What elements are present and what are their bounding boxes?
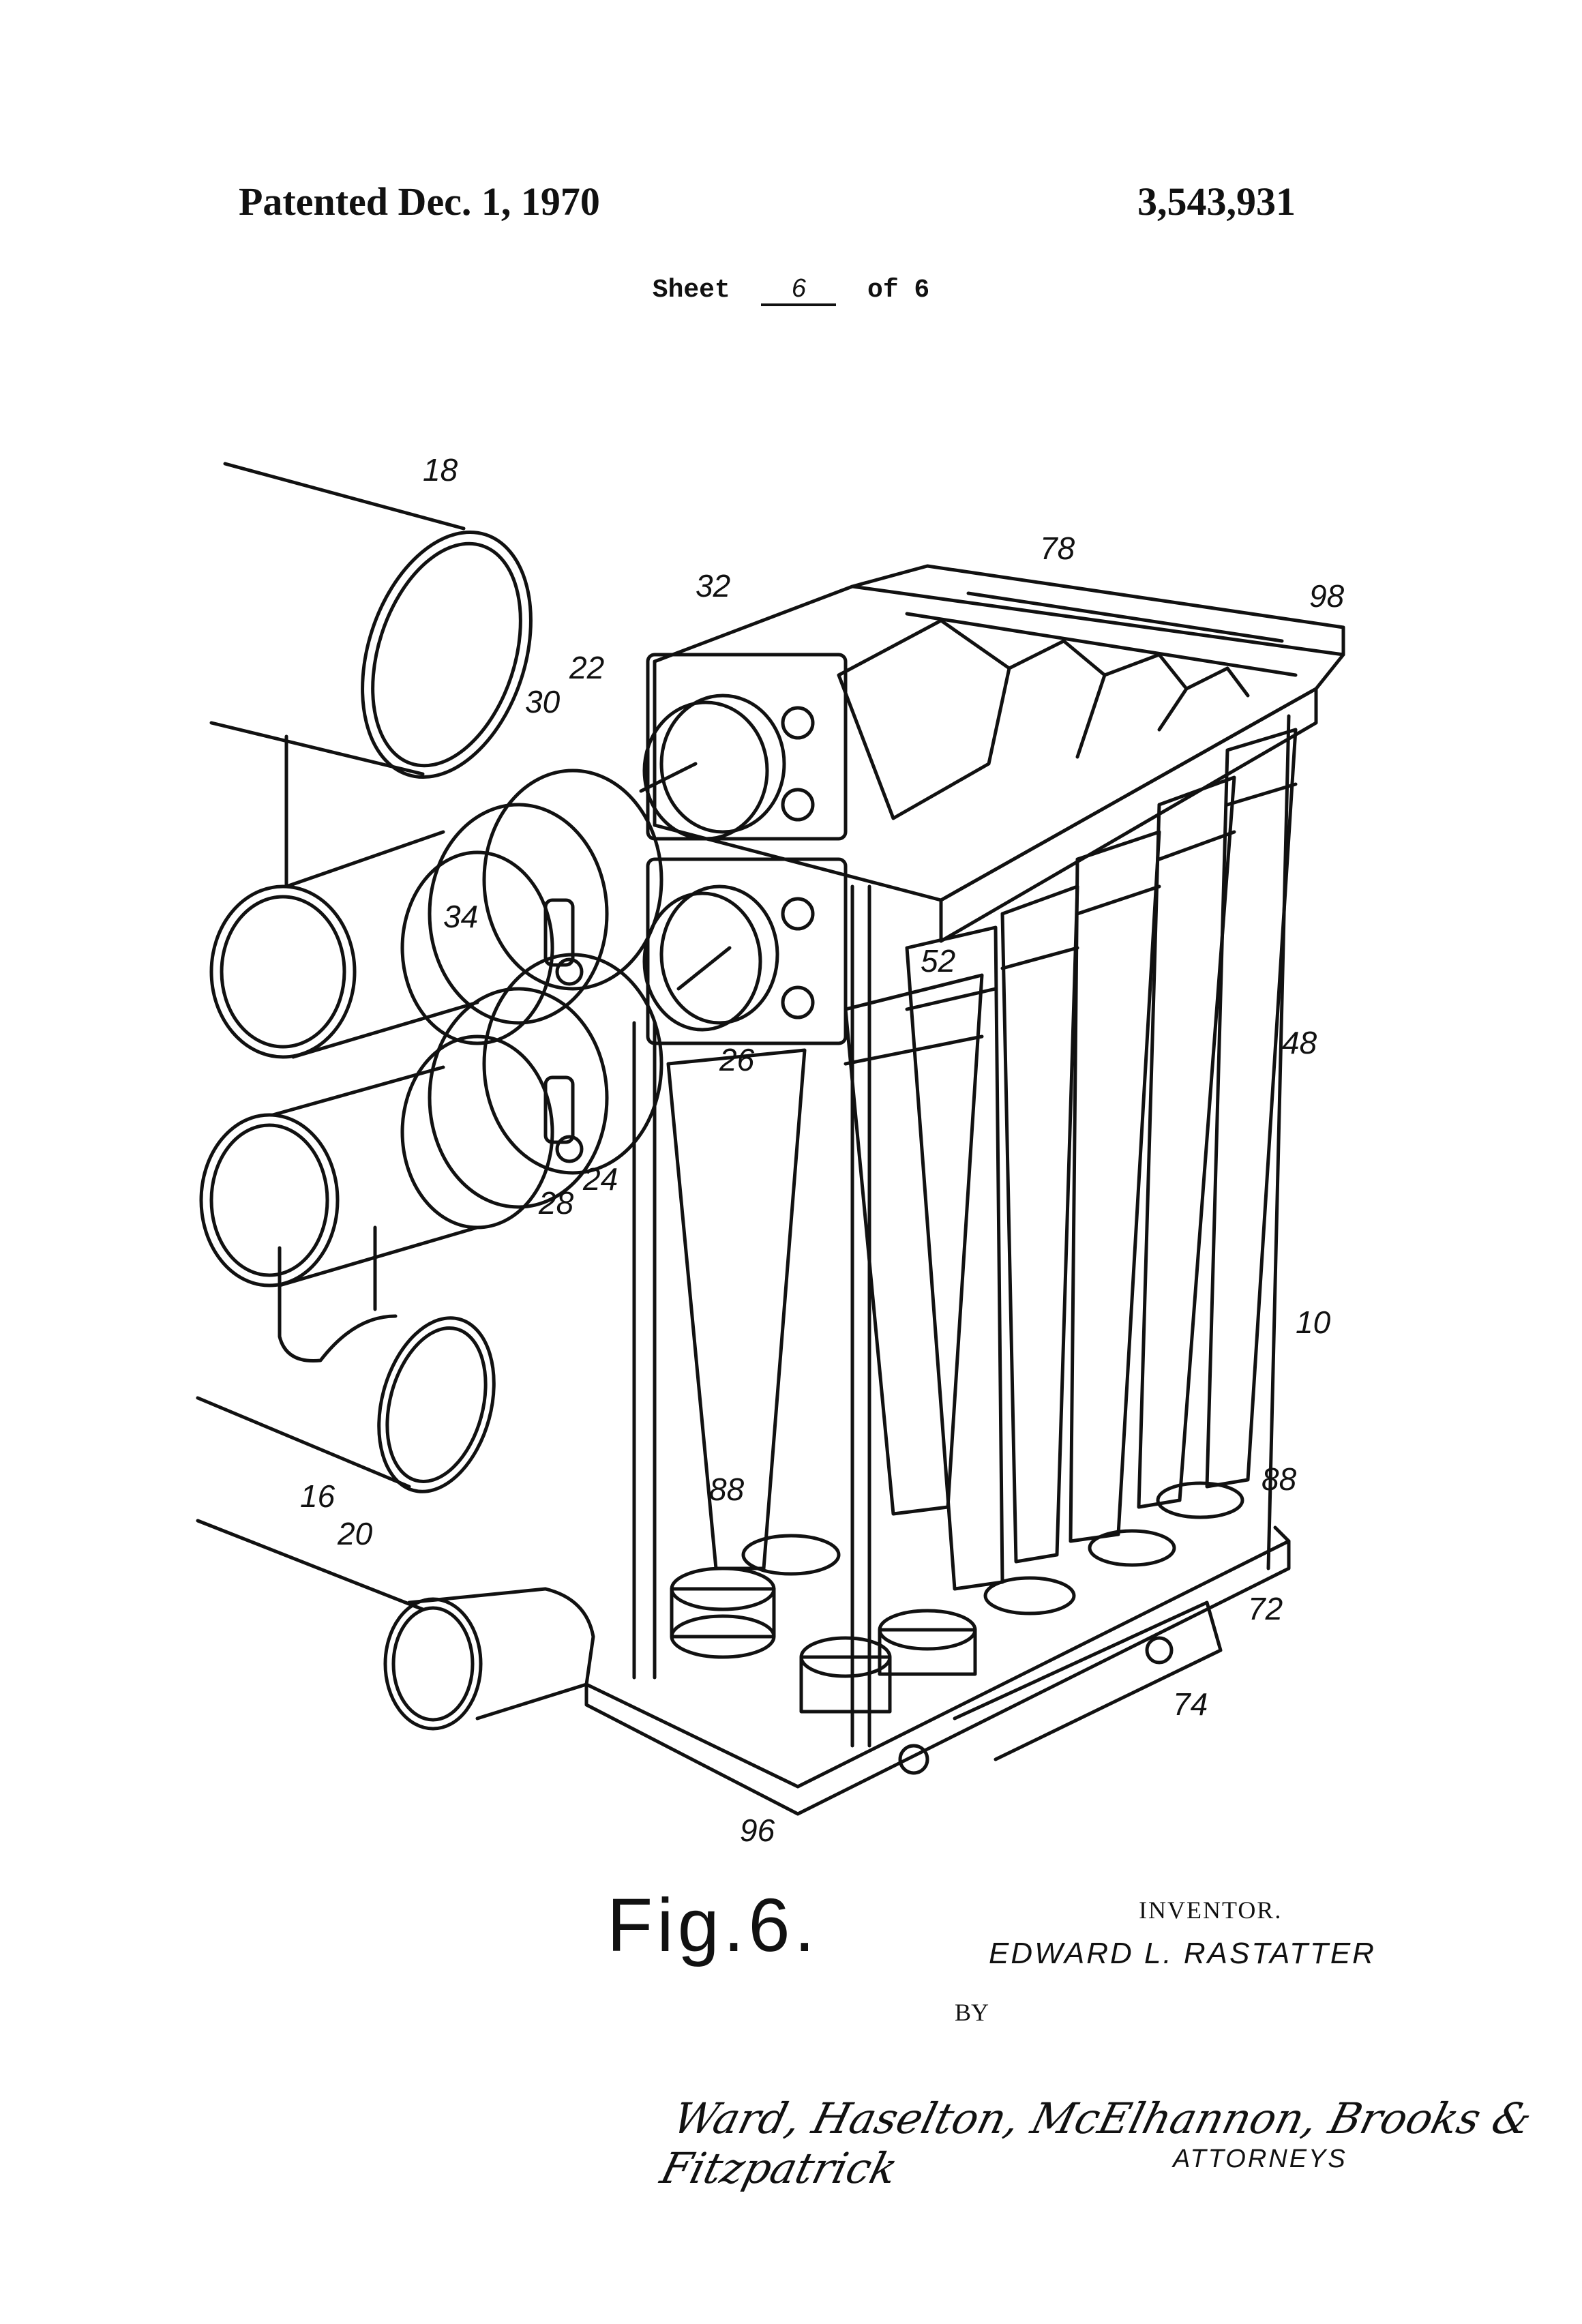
attorneys-label: ATTORNEYS — [1173, 2145, 1347, 2173]
gauge-26 — [642, 857, 848, 1045]
ref-24: 24 — [582, 1161, 618, 1197]
ref-10: 10 — [1296, 1305, 1331, 1340]
ref-98: 98 — [1309, 578, 1345, 614]
ref-32: 32 — [696, 568, 730, 604]
figure-label: Fig.6. — [607, 1883, 820, 1967]
sheet-indicator: Sheet 6 of 6 — [0, 274, 1582, 306]
ref-48: 48 — [1282, 1025, 1317, 1060]
pipe-lower-inlet — [199, 1065, 479, 1287]
patent-number: 3,543,931 — [1137, 179, 1296, 224]
ref-30: 30 — [525, 684, 561, 719]
reference-numerals: 18 78 98 32 22 30 34 52 48 26 24 28 10 8… — [300, 452, 1345, 1848]
inventor-name: EDWARD L. RASTATTER — [989, 1937, 1376, 1970]
patent-date: Patented Dec. 1, 1970 — [239, 179, 600, 224]
gauge-32 — [639, 653, 848, 841]
ref-96: 96 — [740, 1813, 775, 1848]
attorney-signature: Ward, Haselton, McElhannon, Brooks & Fit… — [655, 2094, 1538, 2193]
ref-20: 20 — [337, 1516, 373, 1551]
ref-22: 22 — [569, 650, 604, 685]
housing-top — [653, 564, 1345, 943]
ref-52: 52 — [921, 943, 955, 979]
ref-78: 78 — [1040, 531, 1075, 566]
tie-rods — [632, 714, 1291, 1748]
valve-lower — [400, 953, 663, 1230]
sheet-number: 6 — [761, 274, 837, 306]
sheet-prefix: Sheet — [652, 275, 730, 305]
pipe-20 — [196, 1519, 595, 1731]
ref-16: 16 — [300, 1478, 335, 1514]
ref-88-left: 88 — [709, 1472, 745, 1507]
pipe-upper-inlet — [209, 734, 479, 1059]
cyclone-cones — [666, 728, 1298, 1591]
sheet-suffix: of 6 — [867, 275, 930, 305]
base-plate — [584, 1525, 1291, 1816]
ref-88-right: 88 — [1262, 1461, 1297, 1497]
by-label: BY — [955, 1999, 989, 2026]
ref-34: 34 — [443, 899, 478, 934]
ref-28: 28 — [538, 1185, 574, 1221]
ref-18: 18 — [423, 452, 458, 488]
ref-72: 72 — [1248, 1591, 1283, 1626]
inventor-title: INVENTOR. — [1139, 1896, 1283, 1924]
pipe-16 — [196, 1225, 496, 1493]
outlet-fittings — [670, 1481, 1244, 1714]
ref-74: 74 — [1173, 1686, 1208, 1722]
pipe-18 — [209, 462, 533, 779]
ref-26: 26 — [719, 1042, 755, 1077]
valve-upper — [400, 769, 663, 1045]
